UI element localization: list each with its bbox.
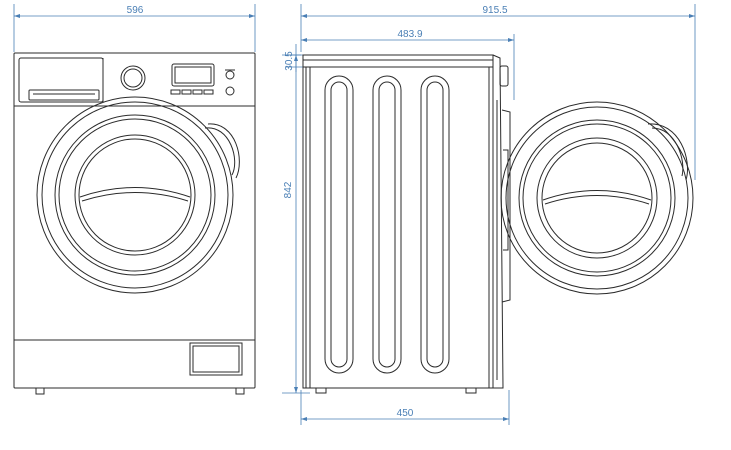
program-knob: [120, 65, 146, 91]
power-button: [225, 70, 235, 80]
side-foot-front: [465, 387, 477, 394]
front-cabinet: [13, 52, 256, 389]
dim-body-depth: 483.9: [397, 29, 422, 40]
side-front-edge: [492, 54, 504, 389]
side-view: [302, 54, 511, 394]
dim-total-depth: 915.5: [482, 5, 507, 16]
side-knob: [499, 65, 509, 87]
dim-base-depth: 450: [397, 408, 414, 419]
front-view: [13, 52, 256, 395]
dim-front-width: 596: [127, 5, 144, 16]
filter-hatch: [189, 342, 243, 376]
front-foot-left: [35, 387, 45, 395]
open-door-view: [500, 101, 694, 295]
side-cabinet: [302, 54, 494, 389]
display-screen: [171, 63, 215, 87]
side-foot-rear: [315, 387, 327, 394]
dim-top-offset: 30.5: [284, 51, 295, 71]
dim-height: 842: [283, 181, 294, 198]
side-ribs: [324, 75, 450, 374]
front-door: [36, 96, 240, 294]
detergent-drawer: [18, 57, 104, 103]
front-foot-right: [235, 387, 245, 395]
start-button: [225, 86, 235, 96]
drawer-handle: [28, 89, 100, 101]
control-panel: [18, 57, 235, 103]
dimension-arrows: [14, 14, 695, 421]
